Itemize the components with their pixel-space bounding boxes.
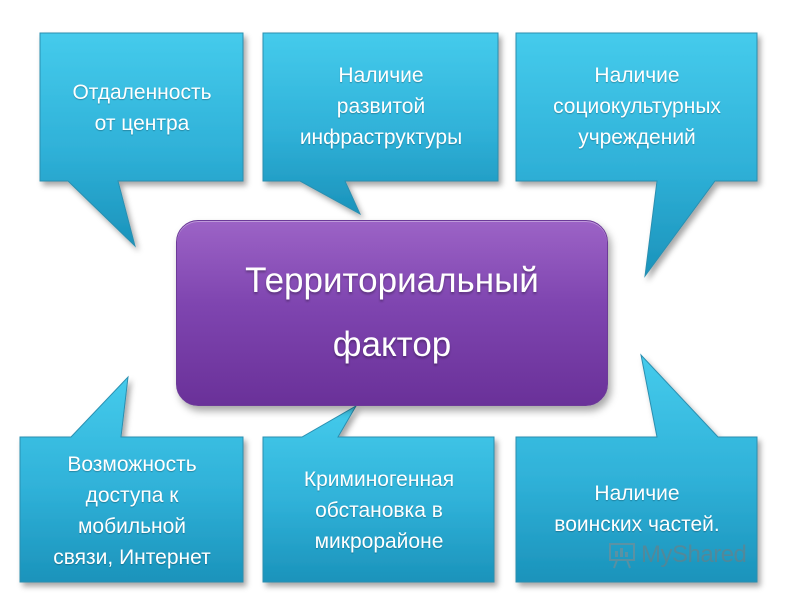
callout-bottom-middle-text: Криминогенная обстановка в микрорайоне — [266, 460, 492, 560]
callout-bottom-right-shape — [515, 353, 758, 583]
callout-bottom-left-line-4: связи, Интернет — [53, 546, 211, 569]
callout-bottom-right-text: Наличие воинских частей. — [519, 476, 755, 542]
callout-bottom-left-text: Возможность доступа к мобильной связи, И… — [22, 445, 242, 577]
callout-bottom-middle-line-1: Криминогенная — [303, 467, 455, 491]
callout-top-middle-line-2: развитой — [336, 94, 426, 118]
callout-bottom-middle-line-3: микрорайоне — [314, 529, 444, 553]
callout-bottom-middle-shape — [262, 404, 495, 583]
callout-bottom-middle-line-2: обстановка в — [315, 498, 443, 522]
callout-top-left-shape — [39, 32, 244, 248]
callout-bottom-left-shape — [19, 375, 244, 583]
callout-top-middle-line-1: Наличие — [338, 63, 424, 87]
callout-bottom-left-line-3: мобильной — [77, 515, 187, 538]
callout-top-right-line-2: социокультурных — [553, 94, 721, 118]
callout-bottom-left-line-2: доступа к — [85, 484, 179, 507]
callout-top-right-line-3: учреждений — [578, 125, 696, 149]
center-title-line-1: Территориальный — [245, 261, 539, 300]
watermark: MyShared — [607, 537, 747, 573]
callout-top-left-line-1: Отдаленность — [72, 81, 212, 104]
callout-top-right-text: Наличие социокультурных учреждений — [519, 56, 755, 156]
callout-top-left-text: Отдаленность от центра — [44, 72, 240, 144]
callout-top-right-line-1: Наличие — [594, 63, 680, 87]
callout-top-right-shape — [515, 32, 758, 278]
callout-bottom-right-line-2: воинских частей. — [554, 513, 720, 536]
callout-bottom-right-line-1: Наличие — [594, 482, 680, 505]
center-factor-box: Территориальный фактор — [176, 220, 608, 406]
callout-top-middle-line-3: инфраструктуры — [299, 125, 463, 149]
callout-bottom-left-line-1: Возможность — [67, 453, 197, 476]
watermark-text: MyShared — [641, 541, 747, 568]
presentation-board-icon — [609, 543, 635, 569]
callout-top-middle-text: Наличие развитой инфраструктуры — [266, 56, 496, 156]
callout-top-middle-shape — [262, 32, 499, 216]
callout-top-left-line-2: от центра — [94, 112, 190, 135]
center-title-line-2: фактор — [332, 325, 452, 364]
